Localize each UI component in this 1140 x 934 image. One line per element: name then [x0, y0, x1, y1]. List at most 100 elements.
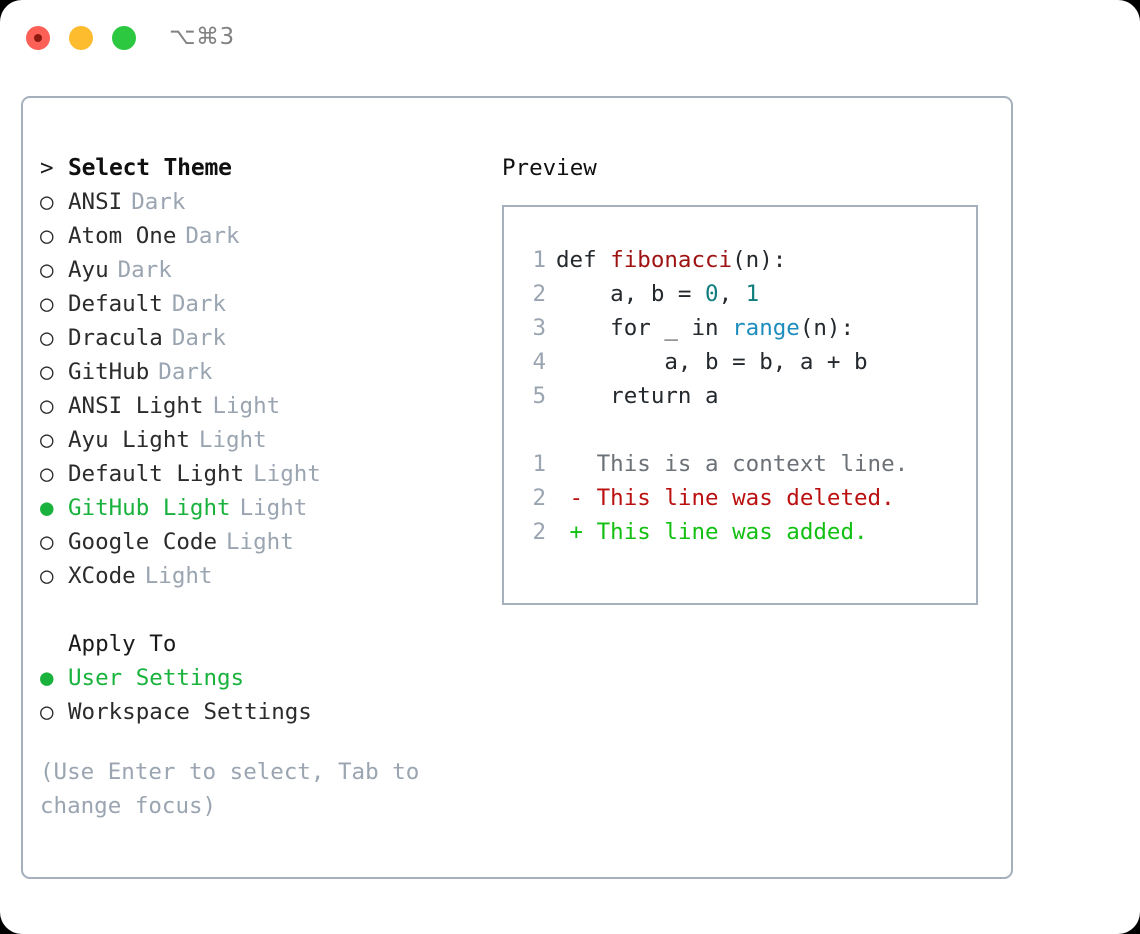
radio-unselected-icon[interactable]: ○: [40, 291, 54, 317]
code-line-number: 3: [532, 315, 546, 341]
maximize-dot-icon[interactable]: [112, 26, 136, 50]
code-line-number: 5: [532, 383, 546, 409]
theme-list-item[interactable]: ○ ANSI Dark: [40, 185, 480, 219]
radio-unselected-icon[interactable]: ○: [40, 699, 54, 725]
diff-line-text: This is a context line.: [556, 451, 909, 477]
code-token: (n):: [799, 315, 855, 341]
list-spacer: [40, 593, 480, 627]
preview-title: Preview: [502, 155, 597, 181]
theme-item-name: GitHub Light: [68, 495, 231, 521]
radio-unselected-icon[interactable]: ○: [40, 529, 54, 555]
diff-sample: 1 This is a context line. 2 - This line w…: [524, 447, 976, 549]
theme-item-name: Dracula: [68, 325, 163, 351]
code-token: def: [556, 247, 611, 273]
theme-item-name: Atom One: [68, 223, 177, 249]
radio-unselected-icon[interactable]: ○: [40, 563, 54, 589]
theme-item-badge: Dark: [171, 325, 227, 351]
radio-unselected-icon[interactable]: ○: [40, 461, 54, 487]
radio-unselected-icon[interactable]: ○: [40, 257, 54, 283]
code-token: a, b = b, a + b: [556, 349, 868, 375]
select-theme-header: > Select Theme: [40, 151, 480, 185]
code-token: a, b =: [556, 281, 706, 307]
theme-item-badge: Dark: [171, 291, 227, 317]
radio-unselected-icon[interactable]: ○: [40, 223, 54, 249]
apply-to-header: Apply To: [40, 627, 480, 661]
theme-item-name: Ayu Light: [68, 427, 190, 453]
radio-unselected-icon[interactable]: ○: [40, 359, 54, 385]
theme-list-item[interactable]: ○ Atom One Dark: [40, 219, 480, 253]
diff-line-text: + This line was added.: [556, 519, 868, 545]
theme-list-item[interactable]: ○ XCode Light: [40, 559, 480, 593]
apply-to-options: ● User Settings ○ Workspace Settings: [40, 661, 480, 729]
radio-unselected-icon[interactable]: ○: [40, 427, 54, 453]
theme-list-item[interactable]: ○ Default Dark: [40, 287, 480, 321]
theme-item-name: XCode: [68, 563, 136, 589]
theme-item-name: Default: [68, 291, 163, 317]
code-token: for _ in: [556, 315, 733, 341]
theme-item-badge: Light: [198, 427, 267, 453]
diff-line: 2 - This line was deleted.: [524, 481, 976, 515]
title-bar: ⌥⌘3: [0, 0, 1140, 78]
apply-to-indent: [40, 627, 68, 661]
diff-line: 2 + This line was added.: [524, 515, 976, 549]
theme-list-item[interactable]: ○ GitHub Dark: [40, 355, 480, 389]
theme-item-badge: Dark: [185, 223, 240, 249]
theme-item-name: ANSI Light: [68, 393, 204, 419]
radio-unselected-icon[interactable]: ○: [40, 189, 54, 215]
apply-to-label: Apply To: [68, 631, 177, 657]
code-line: 5 return a: [524, 379, 976, 413]
radio-unselected-icon[interactable]: ○: [40, 393, 54, 419]
theme-item-name: ANSI: [68, 189, 123, 215]
code-token: return a: [556, 383, 719, 409]
theme-list-item[interactable]: ○ Ayu Light Light: [40, 423, 480, 457]
theme-item-badge: Light: [239, 495, 308, 521]
code-line-number: 4: [532, 349, 546, 375]
diff-line-number: 1: [532, 451, 546, 477]
theme-list-item[interactable]: ○ ANSI Light Light: [40, 389, 480, 423]
apply-to-option-label: Workspace Settings: [68, 699, 312, 725]
radio-unselected-icon[interactable]: ○: [40, 325, 54, 351]
code-diff-gap: [524, 413, 976, 447]
apply-to-option[interactable]: ○ Workspace Settings: [40, 695, 480, 729]
theme-item-badge: Dark: [131, 189, 186, 215]
theme-item-name: GitHub: [68, 359, 150, 385]
apply-to-option[interactable]: ● User Settings: [40, 661, 480, 695]
code-line: 1 def fibonacci(n):: [524, 243, 976, 277]
theme-item-badge: Dark: [158, 359, 213, 385]
theme-list-item[interactable]: ○ Google Code Light: [40, 525, 480, 559]
caret-marker-icon: >: [40, 155, 54, 181]
radio-selected-icon[interactable]: ●: [40, 495, 54, 521]
theme-item-badge: Light: [226, 529, 294, 555]
diff-line-number: 2: [532, 485, 546, 511]
window-controls: [26, 26, 136, 50]
code-token: range: [732, 315, 800, 341]
theme-item-name: Default Light: [68, 461, 245, 487]
diff-line-number: 2: [532, 519, 546, 545]
theme-list-item[interactable]: ● GitHub Light Light: [40, 491, 480, 525]
theme-item-name: Google Code: [68, 529, 218, 555]
theme-item-badge: Light: [144, 563, 213, 589]
minimize-dot-icon[interactable]: [69, 26, 93, 50]
radio-selected-icon[interactable]: ●: [40, 665, 54, 691]
code-line: 2 a, b = 0, 1: [524, 277, 976, 311]
code-line-number: 2: [532, 281, 546, 307]
theme-list-item[interactable]: ○ Dracula Dark: [40, 321, 480, 355]
theme-item-badge: Dark: [117, 257, 172, 283]
code-token: fibonacci: [610, 247, 733, 273]
close-dot-icon[interactable]: [26, 26, 50, 50]
code-line: 3 for _ in range(n):: [524, 311, 976, 345]
apply-to-option-label: User Settings: [68, 665, 245, 691]
code-token: (n):: [732, 247, 787, 273]
code-line-number: 1: [532, 247, 546, 273]
code-line: 4 a, b = b, a + b: [524, 345, 976, 379]
code-token: ,: [718, 281, 746, 307]
theme-item-badge: Light: [212, 393, 281, 419]
